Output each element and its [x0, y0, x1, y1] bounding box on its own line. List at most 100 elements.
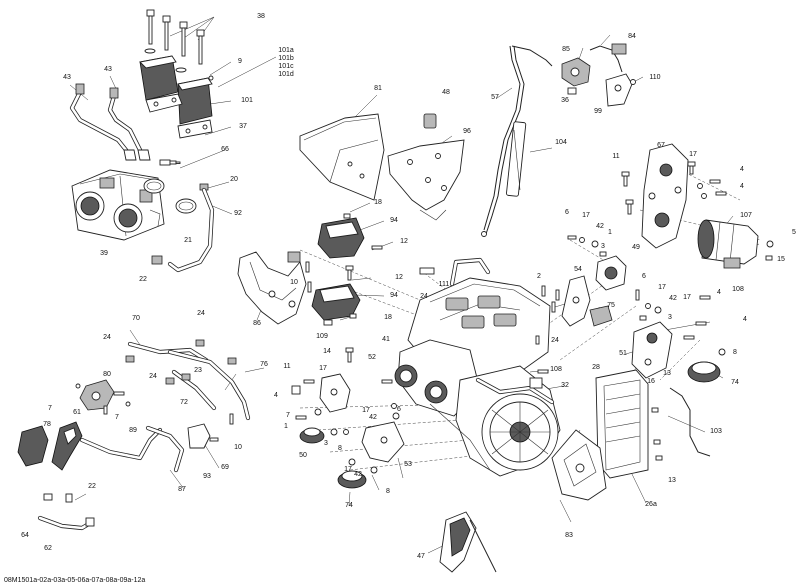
engine-mount-50 — [299, 427, 325, 444]
callout-6-center: 6 — [397, 406, 401, 413]
drawing-reference-code: 08M1501a-02a-03a-05-06a-07a-08a-09a-12a — [4, 577, 146, 584]
damper-48 — [423, 113, 437, 129]
callout-16: 16 — [647, 378, 655, 385]
callout-107: 107 — [740, 212, 752, 219]
callout-11-top: 11 — [612, 153, 620, 160]
callout-4-right: 4 — [717, 289, 721, 296]
callout-67: 67 — [657, 142, 665, 149]
callout-41: 41 — [382, 336, 390, 343]
callout-42-bottom: 42 — [354, 471, 362, 478]
callout-42-center: 42 — [369, 414, 377, 421]
callout-93: 93 — [203, 473, 211, 480]
callout-53: 53 — [404, 461, 412, 468]
callout-99: 99 — [594, 108, 602, 115]
callout-101d: 101d — [278, 71, 294, 78]
callout-13-lower: 13 — [668, 477, 676, 484]
callout-32: 32 — [561, 382, 569, 389]
callout-61: 61 — [73, 409, 81, 416]
hose-92 — [151, 187, 215, 273]
callout-52: 52 — [368, 354, 376, 361]
callout-20: 20 — [230, 176, 238, 183]
callout-80: 80 — [103, 371, 111, 378]
module-94-lower — [311, 265, 361, 326]
callout-3-top: 3 — [601, 243, 605, 250]
callout-17-bottom: 17 — [344, 466, 352, 473]
throttle-sensor-group — [561, 43, 636, 107]
callout-4-a: 4 — [740, 166, 744, 173]
valve-93 — [187, 423, 219, 449]
callout-1-top: 1 — [608, 229, 612, 236]
callout-22-top: 22 — [139, 276, 147, 283]
callout-76: 76 — [260, 361, 268, 368]
callout-24-b: 24 — [103, 334, 111, 341]
callout-42-top: 42 — [596, 223, 604, 230]
callout-94-lower: 94 — [390, 292, 398, 299]
hose-clamps — [143, 178, 209, 214]
callout-75: 75 — [607, 302, 615, 309]
bracket-52 — [319, 373, 351, 413]
callout-4-right2: 4 — [743, 316, 747, 323]
callout-42-right: 42 — [669, 295, 677, 302]
callout-7-lower: 7 — [286, 412, 290, 419]
callout-14: 14 — [323, 348, 331, 355]
bracket-54 — [561, 275, 613, 327]
callout-12-top: 12 — [400, 238, 408, 245]
engine-block — [394, 257, 561, 477]
callout-17-right: 17 — [658, 284, 666, 291]
callout-87: 87 — [178, 486, 186, 493]
callout-54: 54 — [574, 266, 582, 273]
bracket-67 — [641, 143, 689, 249]
callout-8-right: 8 — [733, 349, 737, 356]
bracket-86 — [237, 251, 312, 325]
callout-101a: 101a — [278, 47, 294, 54]
callout-15: 15 — [777, 256, 785, 263]
engine-mount-74-lower — [337, 470, 367, 489]
heat-shield-81 — [299, 113, 385, 201]
callout-4-lower: 4 — [274, 392, 278, 399]
callout-89: 89 — [129, 427, 137, 434]
callout-48: 48 — [442, 89, 450, 96]
callout-24-a: 24 — [197, 310, 205, 317]
hose-89-87 — [79, 425, 185, 473]
callout-22-lower: 22 — [88, 483, 96, 490]
engine-mount-74-right — [687, 361, 721, 383]
callout-11-lower: 11 — [283, 363, 291, 370]
callout-92: 92 — [234, 210, 242, 217]
callout-23: 23 — [194, 367, 202, 374]
callout-51: 51 — [619, 350, 627, 357]
callout-96: 96 — [463, 128, 471, 135]
callout-47: 47 — [417, 553, 425, 560]
hose-76 — [167, 349, 251, 421]
throttle-cable — [481, 45, 553, 237]
callout-104: 104 — [555, 139, 567, 146]
callout-17-top: 17 — [689, 151, 697, 158]
callout-4-b: 4 — [740, 183, 744, 190]
callout-24-c: 24 — [149, 373, 157, 380]
callout-101: 101 — [241, 97, 253, 104]
callout-13-top: 13 — [663, 370, 671, 377]
callout-85: 85 — [562, 46, 570, 53]
callout-38: 38 — [257, 13, 265, 20]
callout-49: 49 — [632, 244, 640, 251]
callout-66: 66 — [221, 146, 229, 153]
bolts-38 — [146, 9, 205, 65]
callout-3-center: 3 — [324, 440, 328, 447]
dipstick-47 — [439, 511, 497, 573]
callout-108-lower: 108 — [550, 366, 562, 373]
callout-43-right: 43 — [104, 66, 112, 73]
callout-18-top: 18 — [374, 199, 382, 206]
callout-24-right: 24 — [551, 337, 559, 344]
callout-8-bottom: 8 — [386, 488, 390, 495]
fasteners-lower — [291, 335, 549, 474]
bracket-51 — [631, 321, 673, 379]
callout-78: 78 — [43, 421, 51, 428]
callout-17-lower: 17 — [319, 365, 327, 372]
callout-57: 57 — [491, 94, 499, 101]
connector-78 — [17, 425, 49, 467]
callout-110: 110 — [649, 74, 661, 81]
callout-74-right: 74 — [731, 379, 739, 386]
callout-43-left: 43 — [63, 74, 71, 81]
callout-69: 69 — [221, 464, 229, 471]
sensor-61 — [51, 421, 83, 471]
hose-62 — [37, 493, 95, 531]
